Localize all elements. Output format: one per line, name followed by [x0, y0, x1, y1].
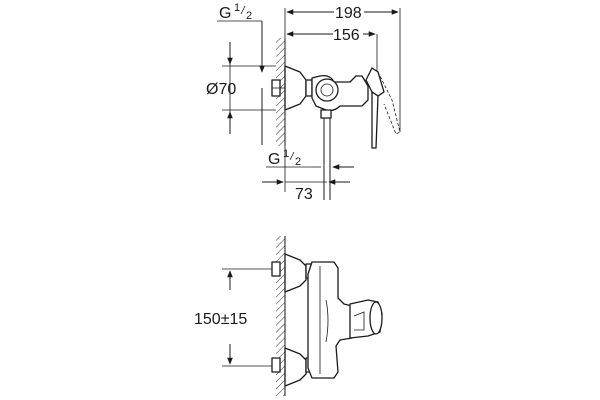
- dim-diameter-label: Ø70: [206, 81, 236, 98]
- svg-text:2: 2: [246, 10, 252, 22]
- side-connector: [271, 65, 313, 111]
- svg-text:2: 2: [295, 156, 301, 168]
- front-mixer-body: [307, 261, 353, 379]
- wall-front-hatch: [276, 236, 285, 396]
- thread-label-top: G 1 2: [217, 2, 265, 73]
- dimension-198: 198: [286, 5, 399, 22]
- front-view: 150±15: [194, 236, 383, 396]
- dimension-73: 73: [262, 146, 350, 203]
- svg-text:1: 1: [234, 2, 240, 14]
- side-view: 198 156 G 1 2 Ø70: [206, 2, 401, 203]
- dim-centers-label: 150±15: [194, 311, 247, 328]
- dim-73-label: 73: [295, 186, 313, 203]
- svg-text:G: G: [268, 151, 280, 168]
- dimension-diameter: Ø70: [206, 42, 276, 145]
- dim-198-label: 198: [335, 5, 362, 22]
- dimension-156: 156: [286, 27, 376, 44]
- side-lever: [365, 67, 401, 149]
- svg-text:G: G: [219, 5, 231, 22]
- side-mixer-body: [311, 74, 369, 119]
- svg-text:1: 1: [283, 148, 289, 160]
- side-outlet-pipe: [323, 118, 331, 200]
- thread-label-bottom: G 1 2: [266, 148, 354, 170]
- dim-156-label: 156: [333, 27, 360, 44]
- dimension-centers: 150±15: [194, 268, 276, 367]
- front-lever: [349, 299, 383, 339]
